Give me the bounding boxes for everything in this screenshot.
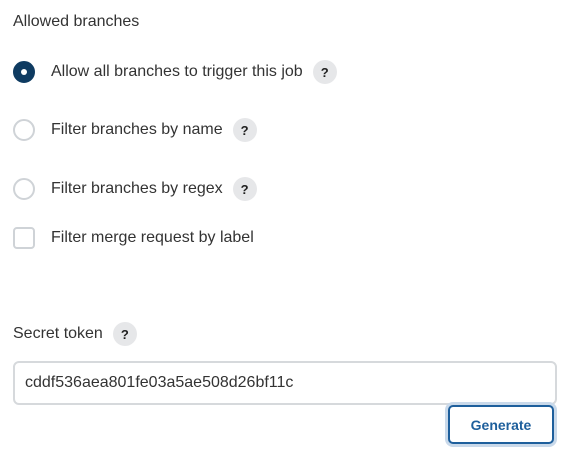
- option-filter-merge-request-by-label[interactable]: Filter merge request by label: [13, 224, 254, 252]
- option-allow-all-branches[interactable]: Allow all branches to trigger this job ?: [13, 58, 337, 86]
- secret-token-row: Secret token ?: [13, 322, 137, 346]
- help-icon[interactable]: ?: [112, 322, 137, 346]
- filter-merge-request-checkbox[interactable]: [13, 227, 35, 249]
- secret-token-input[interactable]: [13, 361, 557, 405]
- option-filter-by-name[interactable]: Filter branches by name ?: [13, 116, 257, 144]
- filter-by-regex-radio[interactable]: [13, 178, 35, 200]
- filter-by-name-label[interactable]: Filter branches by name: [51, 121, 223, 138]
- allow-all-branches-label[interactable]: Allow all branches to trigger this job: [51, 63, 303, 80]
- generate-button[interactable]: Generate: [448, 405, 554, 444]
- secret-token-label: Secret token: [13, 325, 103, 342]
- help-icon[interactable]: ?: [232, 177, 257, 201]
- help-icon[interactable]: ?: [232, 118, 257, 142]
- filter-by-regex-label[interactable]: Filter branches by regex: [51, 180, 223, 197]
- filter-merge-request-label[interactable]: Filter merge request by label: [51, 229, 254, 246]
- filter-by-name-radio[interactable]: [13, 119, 35, 141]
- option-filter-by-regex[interactable]: Filter branches by regex ?: [13, 175, 257, 203]
- allow-all-branches-radio[interactable]: [13, 61, 35, 83]
- allowed-branches-label: Allowed branches: [13, 13, 140, 30]
- help-icon[interactable]: ?: [312, 60, 337, 84]
